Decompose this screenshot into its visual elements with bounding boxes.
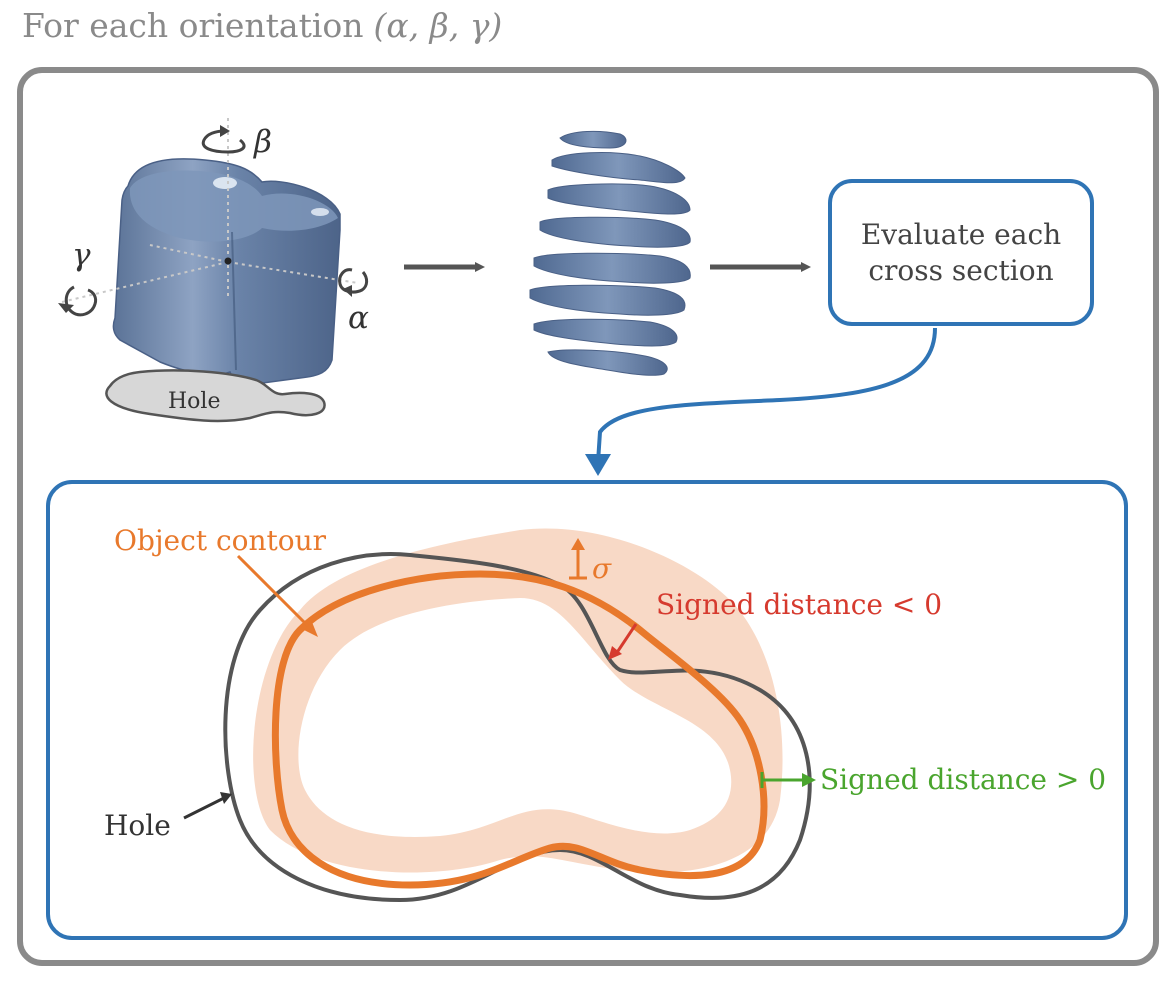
hole-pointer-head: [220, 792, 232, 804]
gamma-label: γ: [72, 237, 91, 273]
orientation-symbol: (α, β, γ): [373, 6, 503, 45]
hole-pointer: [183, 796, 225, 820]
rotation-axes: [61, 118, 359, 303]
evaluate-box-line2: cross section: [868, 253, 1054, 287]
negative-distance-arrowhead: [608, 646, 622, 660]
tolerance-band: [253, 528, 783, 873]
outer-frame: [17, 67, 1159, 966]
object-3d: [112, 158, 341, 385]
rotation-arrow-icon: [58, 285, 98, 317]
rotation-arrow-icon: [338, 268, 369, 297]
sliced-object: [529, 130, 691, 376]
beta-label: β: [253, 124, 272, 160]
rotation-arrow-icon: [201, 125, 246, 154]
connector-arrowhead: [585, 454, 611, 476]
sigma-label: σ: [592, 552, 612, 585]
object-contour: [271, 570, 768, 889]
positive-distance-label: Signed distance > 0: [820, 763, 1106, 796]
object-center-dot: [224, 257, 232, 265]
negative-distance-label: Signed distance < 0: [656, 588, 942, 621]
object-contour-label: Object contour: [114, 524, 327, 557]
object-contour-pointer: [236, 554, 312, 630]
negative-distance-arrow: [614, 623, 638, 655]
hole-contour-label: Hole: [104, 809, 171, 842]
sigma-arrowhead: [571, 538, 585, 550]
evaluate-cross-section-box: Evaluate each cross section: [828, 179, 1094, 326]
evaluate-box-line1: Evaluate each: [860, 217, 1062, 251]
curved-down-arrow-icon: [596, 327, 937, 463]
cross-section-panel: [46, 480, 1128, 940]
object-contour-pointer-head: [304, 622, 318, 637]
hole-shape: [105, 369, 326, 423]
heading-text: For each orientation: [22, 6, 364, 45]
positive-distance-arrowhead: [802, 773, 816, 787]
hole-shape-label: Hole: [168, 389, 221, 414]
hole-contour: [223, 552, 812, 903]
page-heading: For each orientation(α, β, γ): [22, 6, 502, 45]
alpha-label: α: [348, 300, 369, 336]
